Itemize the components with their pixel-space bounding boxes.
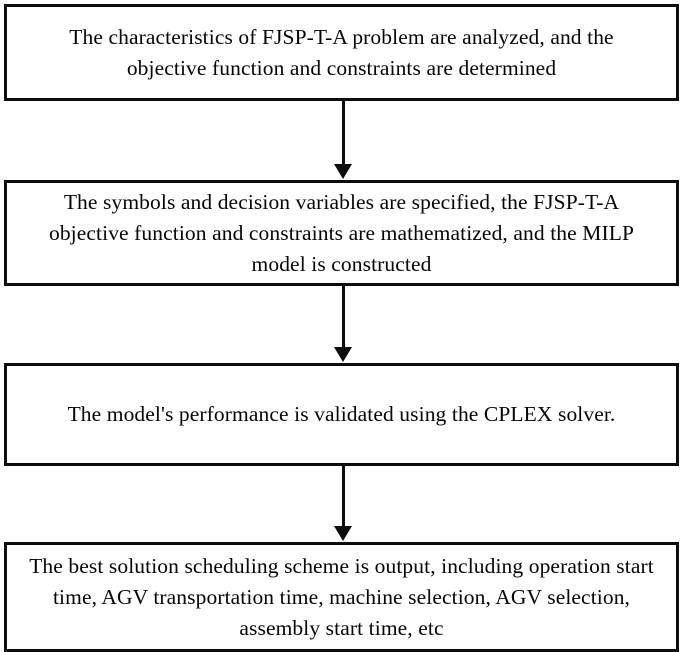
process-box-3: The model's performance is validated usi…: [4, 363, 679, 466]
process-box-1: The characteristics of FJSP-T-A problem …: [4, 4, 679, 101]
process-box-2-label: The symbols and decision variables are s…: [48, 189, 634, 276]
process-box-1-label: The characteristics of FJSP-T-A problem …: [69, 24, 614, 80]
process-box-4-label: The best solution scheduling scheme is o…: [29, 553, 654, 640]
process-box-3-label: The model's performance is validated usi…: [67, 402, 616, 426]
process-box-2: The symbols and decision variables are s…: [4, 180, 679, 286]
arrow-box2-to-box3: [0, 285, 685, 363]
arrow-head-down-icon: [334, 347, 352, 362]
arrow-head-down-icon: [334, 526, 352, 541]
arrow-box3-to-box4: [0, 465, 685, 542]
arrow-shaft-icon: [342, 100, 345, 166]
arrow-head-down-icon: [334, 164, 352, 179]
arrow-box1-to-box2: [0, 100, 685, 180]
arrow-shaft-icon: [342, 465, 345, 528]
arrow-shaft-icon: [342, 285, 345, 349]
process-box-4: The best solution scheduling scheme is o…: [4, 542, 679, 652]
